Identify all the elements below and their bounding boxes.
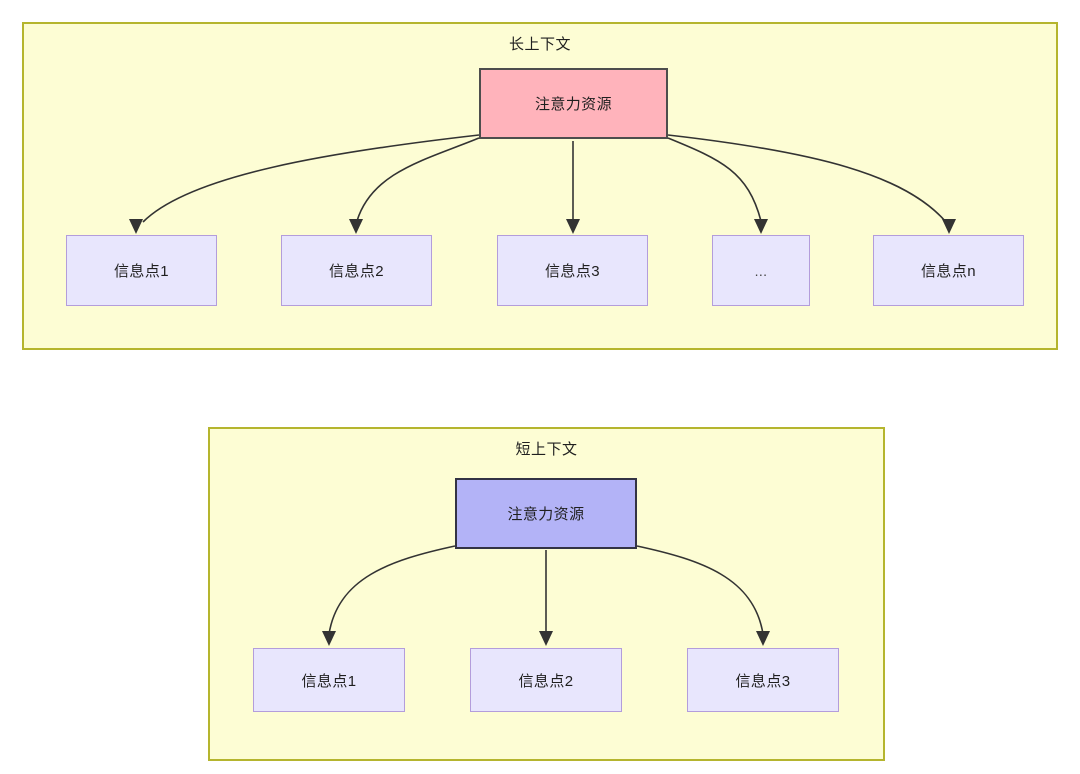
attention-resource-node-long[interactable]: 注意力资源 <box>479 68 668 139</box>
info-node-long-2[interactable]: 信息点2 <box>281 235 432 306</box>
info-node-short-1[interactable]: 信息点1 <box>253 648 405 712</box>
info-node-long-3[interactable]: 信息点3 <box>497 235 648 306</box>
info-node-long-1[interactable]: 信息点1 <box>66 235 217 306</box>
info-node-short-2[interactable]: 信息点2 <box>470 648 622 712</box>
info-node-long-ellipsis[interactable]: ... <box>712 235 810 306</box>
info-node-short-3[interactable]: 信息点3 <box>687 648 839 712</box>
context-title-short: 短上下文 <box>515 441 578 458</box>
context-title-long: 长上下文 <box>508 36 571 53</box>
info-node-long-n[interactable]: 信息点n <box>873 235 1024 306</box>
attention-resource-node-short[interactable]: 注意力资源 <box>455 478 637 549</box>
